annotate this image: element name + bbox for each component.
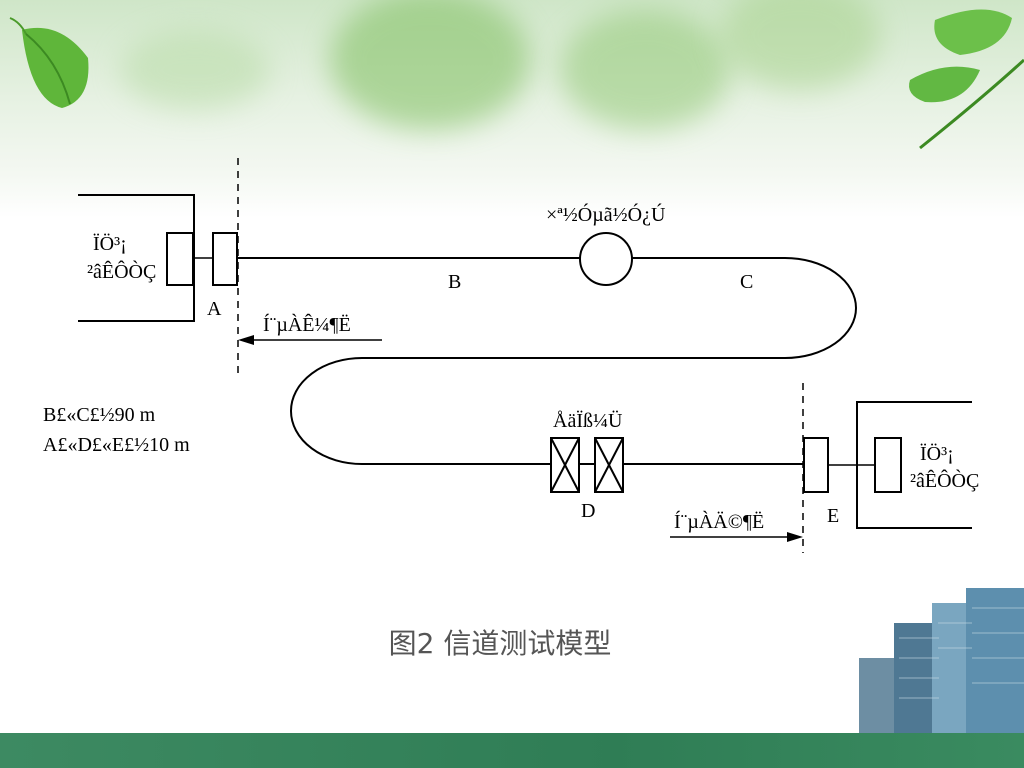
channel-start-arrowhead: [238, 335, 254, 345]
label-c: C: [740, 271, 753, 293]
cable-c-loop: [290, 257, 857, 465]
connector-a: [212, 232, 238, 286]
header-banner: [0, 0, 1024, 218]
right-tester-label-2: ²âÊÔÒÇ: [910, 468, 979, 492]
left-tester-port: [166, 232, 194, 286]
channel-test-diagram: ÏÖ³¡ ²âÊÔÒÇ A B C ×ª½Óµã½Ó¿Ú Í¨µÀÊ¼¶Ë B£…: [43, 158, 979, 553]
channel-end-arrowhead: [787, 532, 803, 542]
connector-e: [803, 437, 829, 493]
label-b: B: [448, 271, 461, 293]
label-d: D: [581, 500, 595, 522]
length-bc-label: B£«C£½90 m: [43, 404, 156, 426]
leaf-left-icon: [9, 17, 89, 109]
left-tester-label-1: ÏÖ³¡: [93, 232, 127, 255]
footer-bar: [0, 733, 1024, 768]
patch-panel-label: ÅäÏß¼Ü: [553, 409, 623, 432]
coupler-label: ×ª½Óµã½Ó¿Ú: [546, 202, 666, 226]
leaf-right-icon: [909, 9, 1024, 150]
label-e: E: [827, 505, 839, 527]
label-a: A: [207, 298, 222, 320]
right-tester-label-1: ÏÖ³¡: [920, 442, 954, 465]
channel-start-label: Í¨µÀÊ¼¶Ë: [263, 313, 351, 336]
channel-end-label: Í¨µÀÄ©¶Ë: [674, 510, 764, 533]
right-tester-port: [874, 437, 902, 493]
coupler-circle: [579, 232, 633, 286]
figure-caption: 图2 信道测试模型: [388, 627, 612, 660]
left-tester-box: [78, 194, 195, 322]
right-tester-box: [856, 401, 972, 529]
left-tester-label-2: ²âÊÔÒÇ: [87, 259, 156, 283]
length-ade-label: A£«D£«E£½10 m: [43, 434, 190, 456]
